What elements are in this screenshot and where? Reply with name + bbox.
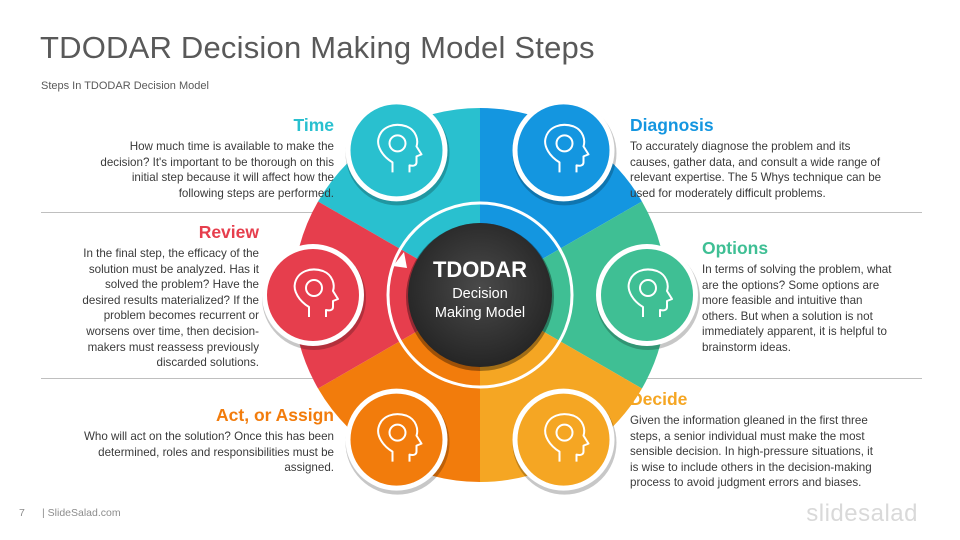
text-line: Given the information gleaned in the fir…: [630, 414, 868, 427]
step-options-heading: Options: [702, 238, 769, 258]
text-line: causes, gather data, and consult a wide …: [630, 155, 881, 169]
step-options-text: In terms of solving the problem, what ar…: [702, 262, 922, 356]
step-time: Time How much time is available to make …: [40, 115, 334, 201]
step-review-text: In the final step, the efficacy of the s…: [40, 246, 259, 371]
text-line: used for moderately difficult problems.: [630, 186, 826, 200]
footer-site: | SlideSalad.com: [42, 507, 121, 519]
head-split-arrow-icon: [512, 388, 617, 495]
divider-right-top: [600, 212, 922, 213]
center-subtitle-1: Decision: [452, 286, 508, 302]
text-line: following steps are performed.: [178, 186, 334, 200]
text-line: desired results materialized? If the: [82, 293, 259, 307]
head-clock-icon: [345, 99, 450, 206]
center-circle: [408, 223, 552, 367]
text-line: To accurately diagnose the problem and i…: [630, 140, 851, 153]
text-line: sensible decision. In high-pressure situ…: [630, 445, 873, 459]
step-review: Review In the final step, the efficacy o…: [40, 222, 259, 371]
step-decide: Decide Given the information gleaned in …: [630, 389, 922, 491]
text-line: initial step because it will affect how …: [131, 171, 334, 185]
text-line: Who will act on the solution? Once this …: [83, 430, 334, 443]
text-line: In terms of solving the problem, what: [702, 263, 892, 276]
slide-title: TDODAR Decision Making Model Steps: [40, 30, 595, 65]
step-decide-heading: Decide: [630, 389, 688, 409]
text-line: brainstorm ideas.: [702, 340, 791, 354]
step-diagnosis-text: To accurately diagnose the problem and i…: [630, 139, 922, 201]
head-check-icon: [345, 388, 450, 495]
step-time-text: How much time is available to make the d…: [40, 139, 334, 201]
text-line: steps, a senior individual must make the…: [630, 429, 865, 443]
text-line: In the final step, the efficacy of the: [83, 247, 259, 260]
text-line: immediately apparent, it is helpful to: [702, 325, 887, 339]
divider-right-bottom: [600, 378, 922, 379]
text-line: solution must be analyzed. Has it: [88, 262, 259, 276]
text-line: decision? It's important to be thorough …: [100, 155, 334, 169]
center-label: TDODAR Decision Making Model: [407, 222, 553, 368]
step-act: Act, or Assign Who will act on the solut…: [40, 405, 334, 476]
wheel-nodes: [262, 99, 700, 495]
text-line: determined, roles and responsibilities m…: [98, 445, 334, 459]
step-diagnosis-heading: Diagnosis: [630, 115, 714, 135]
text-line: worsens over time, then decision-: [86, 324, 259, 338]
text-line: makers must reassess previously: [87, 340, 259, 354]
step-act-text: Who will act on the solution? Once this …: [40, 429, 334, 476]
text-line: more feasible and intuitive than: [702, 294, 863, 308]
head-magnifier-icon: [512, 99, 617, 206]
step-decide-text: Given the information gleaned in the fir…: [630, 413, 922, 491]
slide-subtitle: Steps In TDODAR Decision Model: [41, 80, 209, 92]
text-line: is wise to include others in the decisio…: [630, 460, 872, 474]
center-title: TDODAR: [432, 257, 528, 282]
step-review-heading: Review: [198, 222, 259, 242]
page-number: 7: [19, 507, 25, 519]
text-line: discarded solutions.: [156, 356, 259, 370]
step-diagnosis: Diagnosis To accurately diagnose the pro…: [630, 115, 922, 201]
text-line: relevant expertise. The 5 Whys technique…: [630, 171, 882, 185]
divider-left-top: [41, 212, 371, 213]
text-line: solved the problem? Have the: [104, 278, 259, 292]
text-line: others. But when a solution is not: [702, 309, 873, 323]
text-line: are the options? Some options are: [702, 278, 880, 292]
brand-logo: slidesalad: [806, 500, 918, 527]
divider-left-bottom: [41, 378, 341, 379]
ring-arrow-icon: [393, 252, 407, 268]
step-options: Options In terms of solving the problem,…: [702, 238, 922, 356]
text-line: How much time is available to make the: [129, 140, 334, 153]
text-line: problem becomes recurrent or: [103, 309, 259, 323]
head-arrows-icon: [596, 244, 700, 350]
step-act-heading: Act, or Assign: [216, 405, 334, 425]
wheel-inner-ring: [386, 201, 574, 389]
step-time-heading: Time: [293, 115, 334, 135]
text-line: assigned.: [284, 461, 334, 475]
head-search-check-icon: [262, 244, 366, 350]
text-line: process to avoid judgment errors and bia…: [630, 476, 862, 490]
center-subtitle-2: Making Model: [434, 305, 526, 321]
